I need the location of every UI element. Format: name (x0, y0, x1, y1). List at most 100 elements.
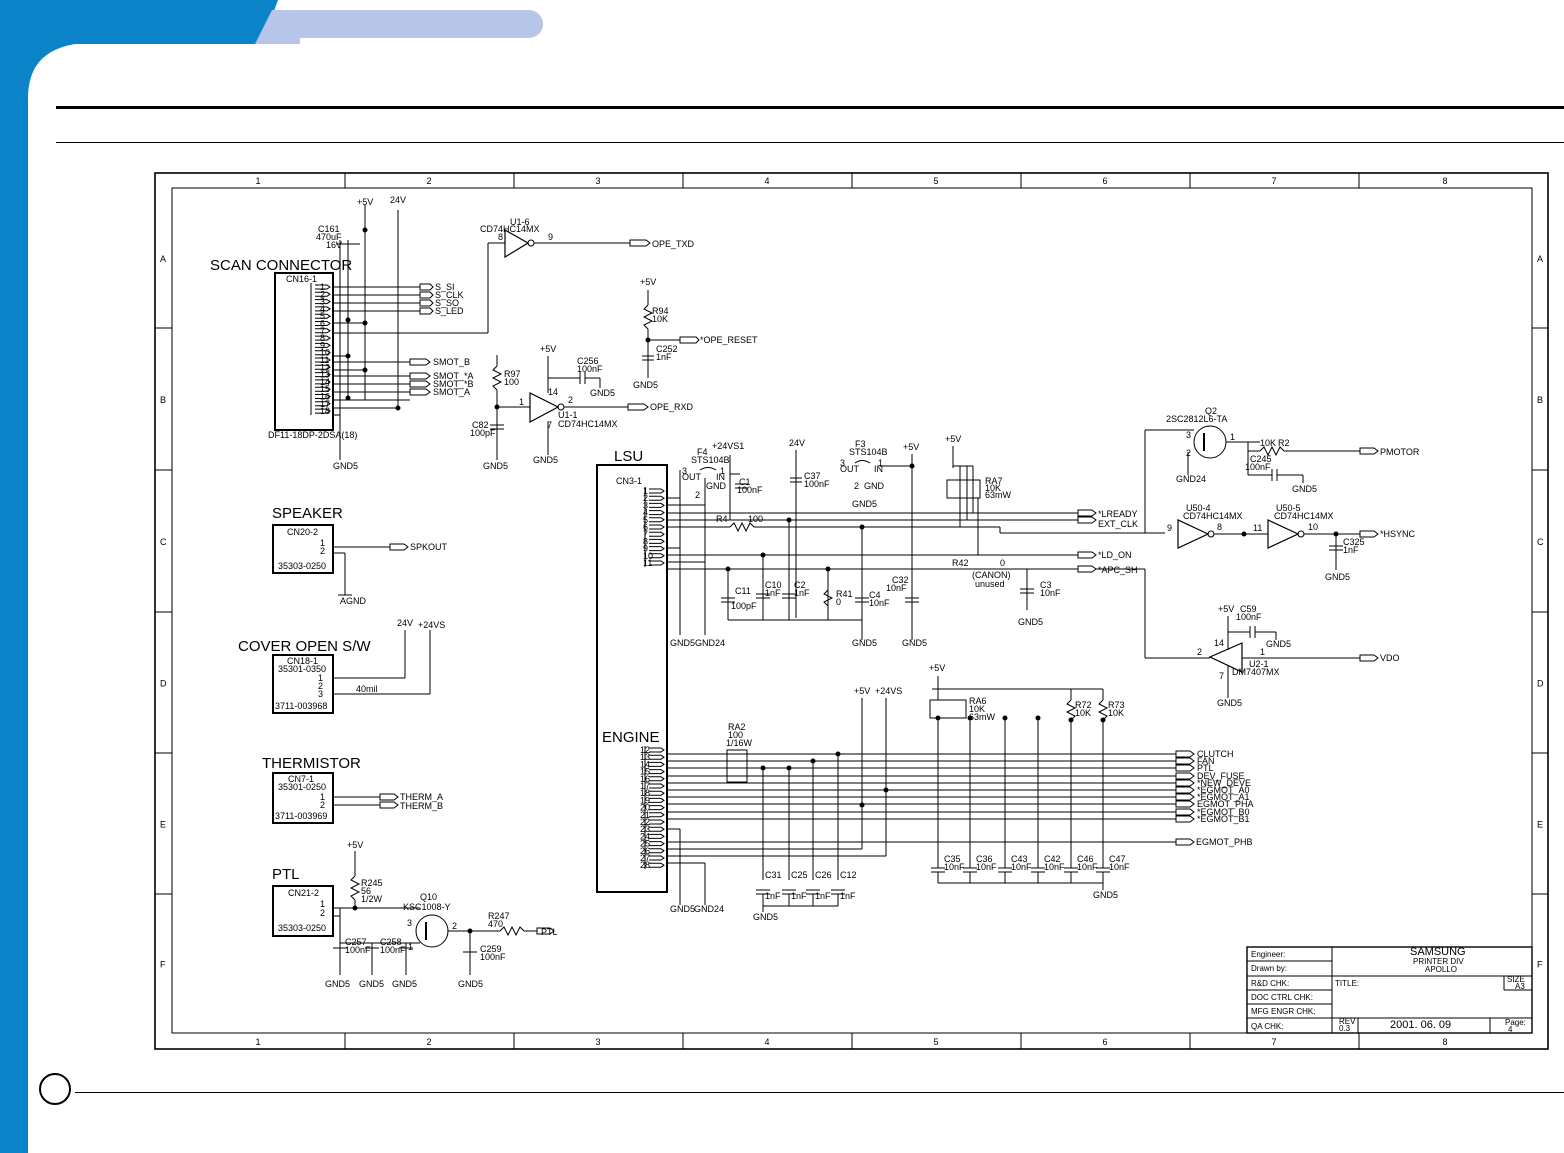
ope-gnd-3: GND5 (533, 455, 558, 465)
cover-box (272, 654, 334, 714)
eng-gnd5-a: GND5 (670, 904, 695, 914)
r97-ref: R97 (504, 369, 521, 379)
ptl-ref: CN21-2 (288, 888, 319, 898)
grid-col-top-4: 4 (765, 176, 770, 186)
q2-pin1: 1 (1230, 432, 1235, 442)
grid-col-bottom-2: 2 (427, 1037, 432, 1047)
engine-right-cap-ref-0: C35 (944, 854, 961, 864)
engine-low-cap-val-0: 1nF (765, 891, 781, 901)
lsu-pin-2: 2 (643, 493, 648, 503)
ra6-w: 63mW (969, 712, 996, 722)
cover-ref: CN18-1 (287, 656, 318, 666)
therm-a-net: THERM_A (400, 792, 443, 802)
thermistor-pin2: 2 (320, 800, 325, 810)
q10-pin1: 1 (408, 942, 413, 952)
r2-val: 10K (1260, 438, 1276, 448)
c325-val: 1nF (1343, 545, 1359, 555)
c252-ref: C252 (656, 344, 678, 354)
tb-company: SAMSUNG (1410, 946, 1466, 958)
scan-sig-2: S_SO (435, 298, 459, 308)
ptl-title: PTL (272, 866, 300, 883)
r42-unused: unused (975, 579, 1005, 589)
pmotor-net: PMOTOR (1380, 447, 1420, 457)
speaker-part: 35303-0250 (278, 561, 326, 571)
tb-page-label: Page: (1505, 1018, 1526, 1027)
cover-pin2: 2 (318, 681, 323, 691)
engine-low-cap-ref-2: C26 (815, 870, 832, 880)
tb-label-3: DOC CTRL CHK: (1251, 993, 1313, 1002)
ptl-pin1: 1 (320, 899, 325, 909)
u50-4-ref: U50-4 (1186, 503, 1211, 513)
engine-right-cap-val-5: 10nF (1109, 862, 1130, 872)
scan-smot-2: SMOT_*B (433, 379, 474, 389)
f3-gnd5: GND5 (852, 499, 877, 509)
scan-pin-18: 18 (320, 406, 330, 416)
u50-5-p11: 11 (1253, 523, 1262, 533)
u1-1-ref: U1-1 (558, 410, 578, 420)
u1-6-ref: U1-6 (510, 217, 530, 227)
r245-w: 1/2W (361, 894, 383, 904)
scan-c161-ref: C161 (318, 224, 340, 234)
eng-5v: +5V (854, 686, 870, 696)
lsu-pin-6: 6 (643, 522, 648, 532)
f3-pin3: 3 (840, 458, 845, 468)
scan-pin-12: 12 (320, 362, 330, 372)
scan-pin-1: 1 (320, 282, 325, 292)
f3-pin2: 2 (854, 481, 859, 491)
ldon-net: *LD_ON (1098, 550, 1132, 560)
ra7-val: 10K (985, 483, 1001, 493)
engine-right-cap-ref-1: C36 (976, 854, 993, 864)
scan-c161-volt: 16V (326, 240, 342, 250)
scan-smot-1: SMOT_*A (433, 371, 474, 381)
engine-net-1: FAN (1197, 756, 1215, 766)
ra2-val: 100 (728, 730, 743, 740)
scan-pin-13: 13 (320, 370, 330, 380)
tb-label-4: MFG ENGR CHK: (1251, 1007, 1315, 1016)
engine-net-9: *EGMOT_B1 (1197, 814, 1250, 824)
scan-sig-3: S_LED (435, 306, 464, 316)
tb-page: 4 (1508, 1025, 1513, 1034)
eng-gnd5-c: GND5 (1093, 890, 1118, 900)
scan-pin-9: 9 (320, 340, 325, 350)
scan-pin-2: 2 (320, 289, 325, 299)
lsu-pin-10: 10 (643, 551, 653, 561)
q10-part: KSC1008-Y (403, 902, 451, 912)
r245-val: 56 (361, 886, 371, 896)
c245-gnd: GND5 (1292, 484, 1317, 494)
grid-row-left-D: D (160, 679, 167, 689)
scan-title: SCAN CONNECTOR (210, 257, 352, 274)
lsu-gnd5-b: GND5 (852, 638, 877, 648)
title-block: Engineer:Drawn by:R&D CHK:DOC CTRL CHK:M… (1246, 946, 1533, 1034)
ptl-box (272, 885, 334, 937)
lsu-pin-9: 9 (643, 544, 648, 554)
c1-val: 100nF (737, 485, 763, 495)
inner-frame (171, 187, 1533, 1034)
cover-net: 40mil (356, 684, 378, 694)
c259-ref: C259 (480, 944, 502, 954)
scan-connector-box (274, 272, 334, 431)
scan-pin-10: 10 (320, 348, 330, 358)
thermistor-title: THERMISTOR (262, 755, 361, 772)
grid-row-left-A: A (160, 254, 166, 264)
u1-1-p2: 2 (568, 395, 573, 405)
ra6-5v: +5V (929, 663, 945, 673)
grid-row-right-C: C (1537, 537, 1544, 547)
q10-ref: Q10 (420, 892, 437, 902)
blue-margin-band (0, 0, 278, 1153)
c1-ref: C1 (739, 477, 751, 487)
u50-4-part: CD74HC14MX (1183, 511, 1243, 521)
r4-val: 100 (748, 514, 763, 524)
scan-smot-0: SMOT_B (433, 357, 470, 367)
engine-right-cap-val-4: 10nF (1077, 862, 1098, 872)
grid-col-top-5: 5 (934, 176, 939, 186)
ptl-gnd-2: GND5 (359, 979, 384, 989)
scan-pin-3: 3 (320, 297, 325, 307)
lsu-gnd5-c: GND5 (902, 638, 927, 648)
q2-part: 2SC2812L6-TA (1166, 414, 1227, 424)
title-block-labels: Engineer:Drawn by:R&D CHK:DOC CTRL CHK:M… (1251, 950, 1315, 1031)
